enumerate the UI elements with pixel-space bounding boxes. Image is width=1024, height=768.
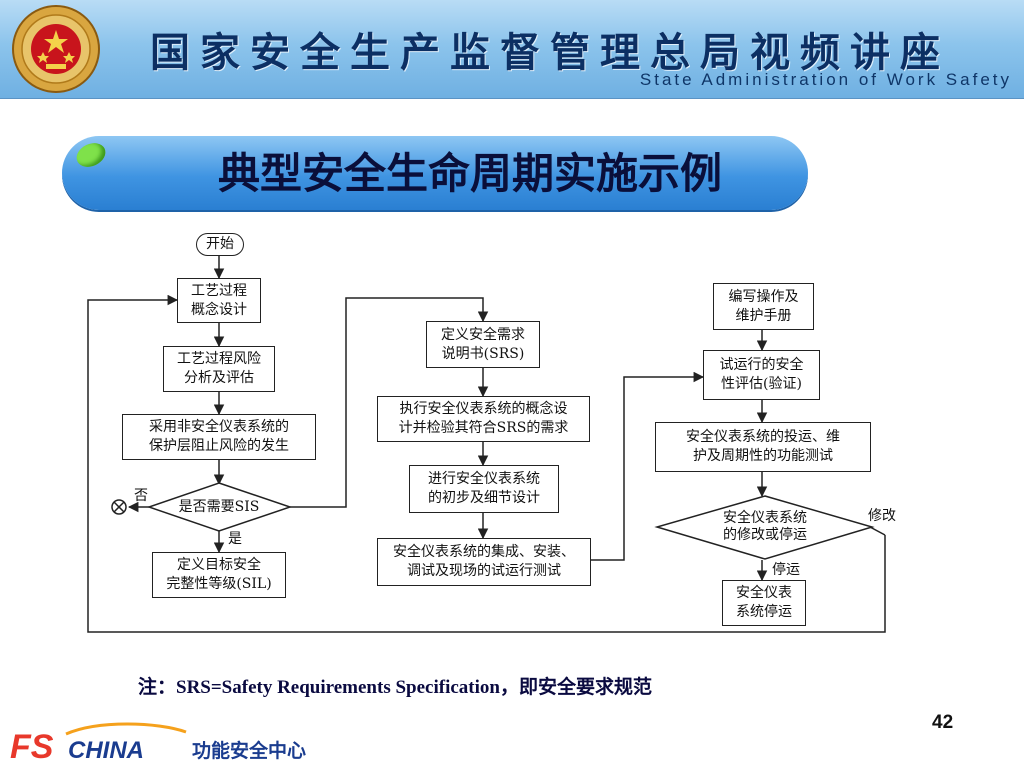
fschina-logo-icon: FS CHINA [10, 722, 187, 764]
decommission-line2: 系统停运 [736, 604, 792, 620]
label-yes: 是 [228, 531, 242, 547]
detail-design-line1: 进行安全仪表系统 [428, 471, 540, 487]
define-srs-line2: 说明书(SRS) [441, 345, 525, 362]
state-emblem-icon [12, 5, 100, 93]
decision-modify-line1: 安全仪表系统 [723, 510, 807, 526]
detail-design-box: 进行安全仪表系统 的初步及细节设计 [409, 465, 559, 513]
process-concept-line2: 概念设计 [191, 301, 247, 318]
concept-design-box: 执行安全仪表系统的概念设 计并检验其符合SRS的需求 [377, 396, 590, 442]
non-sis-protection-line2: 保护层阻止风险的发生 [149, 438, 289, 454]
header-banner: 国家安全生产监督管理总局视频讲座 State Administration of… [0, 0, 1024, 99]
logo-subtitle: 功能安全中心 [192, 740, 307, 762]
write-manual-line1: 编写操作及 [728, 288, 799, 305]
srs-note: 注：SRS=Safety Requirements Specification，… [138, 677, 652, 698]
hazard-analysis-line1: 工艺过程风险 [177, 351, 261, 367]
hazard-analysis-line2: 分析及评估 [184, 370, 254, 386]
pre-startup-assessment-line2: 性评估(验证) [721, 376, 802, 392]
operation-test-line2: 护及周期性的功能测试 [693, 448, 833, 464]
label-modify: 修改 [868, 508, 896, 524]
process-concept-line1: 工艺过程 [191, 282, 247, 299]
decision-modify-shape [654, 495, 875, 560]
decommission-line1: 安全仪表 [736, 585, 792, 601]
label-stop: 停运 [772, 562, 800, 578]
decommission-box: 安全仪表 系统停运 [722, 580, 806, 626]
pre-startup-assessment-box: 试运行的安全 性评估(验证) [703, 350, 820, 400]
slide-title: 典型安全生命周期实施示例 [217, 149, 722, 198]
svg-text:CHINA: CHINA [68, 737, 144, 764]
define-sil-line2: 完整性等级(SIL) [166, 576, 272, 592]
write-manual-box: 编写操作及 维护手册 [713, 283, 814, 330]
label-no: 否 [134, 488, 148, 504]
concept-design-line1: 执行安全仪表系统的概念设 [399, 401, 568, 417]
non-sis-protection-line1: 采用非安全仪表系统的 [149, 419, 289, 435]
operation-test-box: 安全仪表系统的投运、维 护及周期性的功能测试 [655, 422, 871, 472]
integration-line2: 调试及现场的试运行测试 [407, 563, 561, 579]
start-node: 开始 [196, 233, 244, 256]
define-sil-line1: 定义目标安全 [177, 557, 261, 573]
slide-title-pill [62, 136, 808, 210]
define-srs-line1: 定义安全需求 [441, 326, 525, 343]
pre-startup-assessment-line1: 试运行的安全 [719, 357, 804, 373]
integration-box: 安全仪表系统的集成、安装、 调试及现场的试运行测试 [377, 538, 591, 586]
concept-design-line2: 计并检验其符合SRS的需求 [398, 420, 569, 436]
process-concept-box: 工艺过程 概念设计 [177, 278, 261, 323]
integration-line1: 安全仪表系统的集成、安装、 [393, 544, 575, 560]
detail-design-line2: 的初步及细节设计 [428, 490, 540, 506]
banner-subtitle: State Administration of Work Safety [639, 70, 1012, 89]
decision-modify-line2: 的修改或停运 [723, 527, 807, 543]
write-manual-line2: 维护手册 [735, 307, 792, 324]
page-number: 42 [932, 712, 954, 733]
decision-sis-shape [146, 482, 293, 532]
define-srs-box: 定义安全需求 说明书(SRS) [426, 321, 540, 368]
decision-modify-label: 安全仪表系统 的修改或停运 [700, 510, 830, 544]
operation-test-line1: 安全仪表系统的投运、维 [686, 429, 840, 445]
non-sis-protection-box: 采用非安全仪表系统的 保护层阻止风险的发生 [122, 414, 316, 460]
hazard-analysis-box: 工艺过程风险 分析及评估 [163, 346, 275, 392]
define-sil-box: 定义目标安全 完整性等级(SIL) [152, 552, 286, 598]
terminate-icon [111, 499, 127, 515]
svg-text:FS: FS [10, 728, 54, 764]
start-label: 开始 [206, 236, 234, 252]
decision-sis-label: 是否需要SIS [178, 499, 260, 515]
banner-title: 国家安全生产监督管理总局视频讲座 [150, 29, 950, 76]
